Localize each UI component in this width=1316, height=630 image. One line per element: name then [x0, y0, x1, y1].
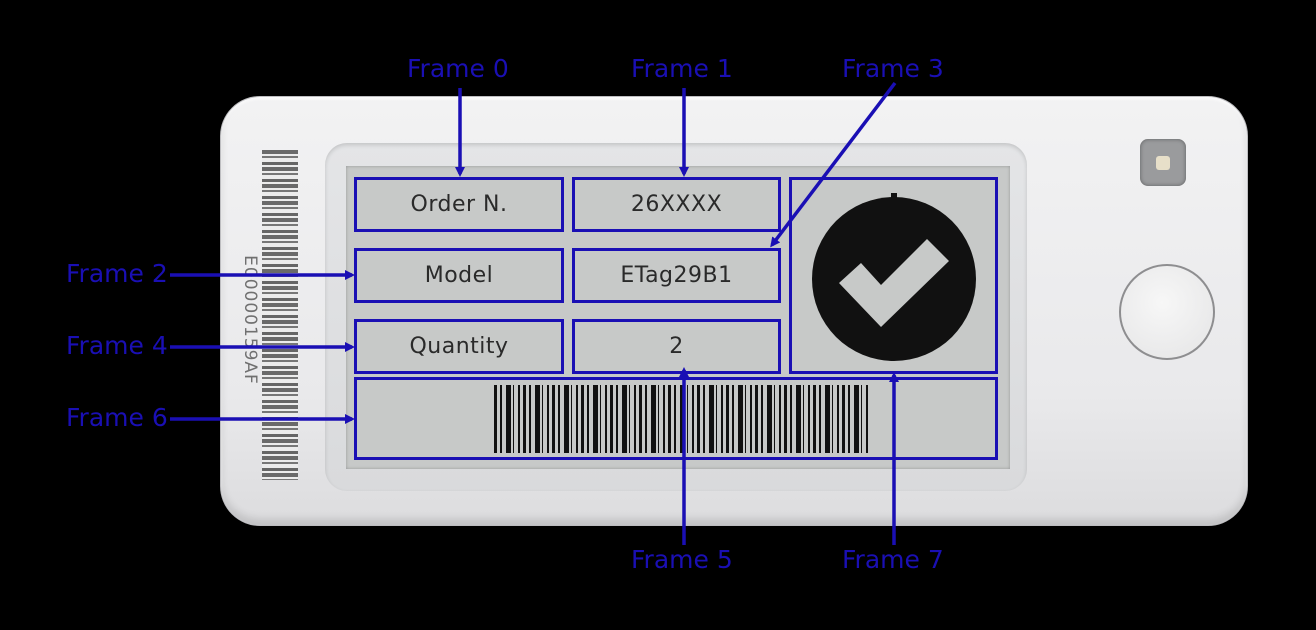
frame-3: ETag29B1 [572, 248, 781, 303]
frame-5: 2 [572, 319, 781, 374]
label-frame-4: Frame 4 [66, 331, 168, 360]
frame-3-text: ETag29B1 [620, 263, 733, 288]
frame-7 [789, 177, 998, 374]
frame-4-text: Quantity [409, 334, 509, 359]
label-frame-1: Frame 1 [631, 54, 733, 83]
frame-0-text: Order N. [410, 192, 508, 217]
label-frame-2: Frame 2 [66, 259, 168, 288]
barcode-image [494, 385, 868, 453]
label-frame-7: Frame 7 [842, 545, 944, 574]
checkmark-icon [811, 192, 976, 361]
frame-0: Order N. [354, 177, 564, 232]
frame-5-text: 2 [669, 334, 684, 359]
frame-1: 26XXXX [572, 177, 781, 232]
frame-1-text: 26XXXX [630, 192, 723, 217]
side-barcode [262, 150, 298, 480]
frame-6 [354, 377, 998, 460]
label-frame-0: Frame 0 [407, 54, 509, 83]
frame-2-text: Model [424, 263, 494, 288]
label-frame-5: Frame 5 [631, 545, 733, 574]
led-icon [1156, 156, 1170, 170]
frame-4: Quantity [354, 319, 564, 374]
label-frame-3: Frame 3 [842, 54, 944, 83]
frame-2: Model [354, 248, 564, 303]
label-frame-6: Frame 6 [66, 403, 168, 432]
physical-button[interactable] [1119, 264, 1215, 360]
